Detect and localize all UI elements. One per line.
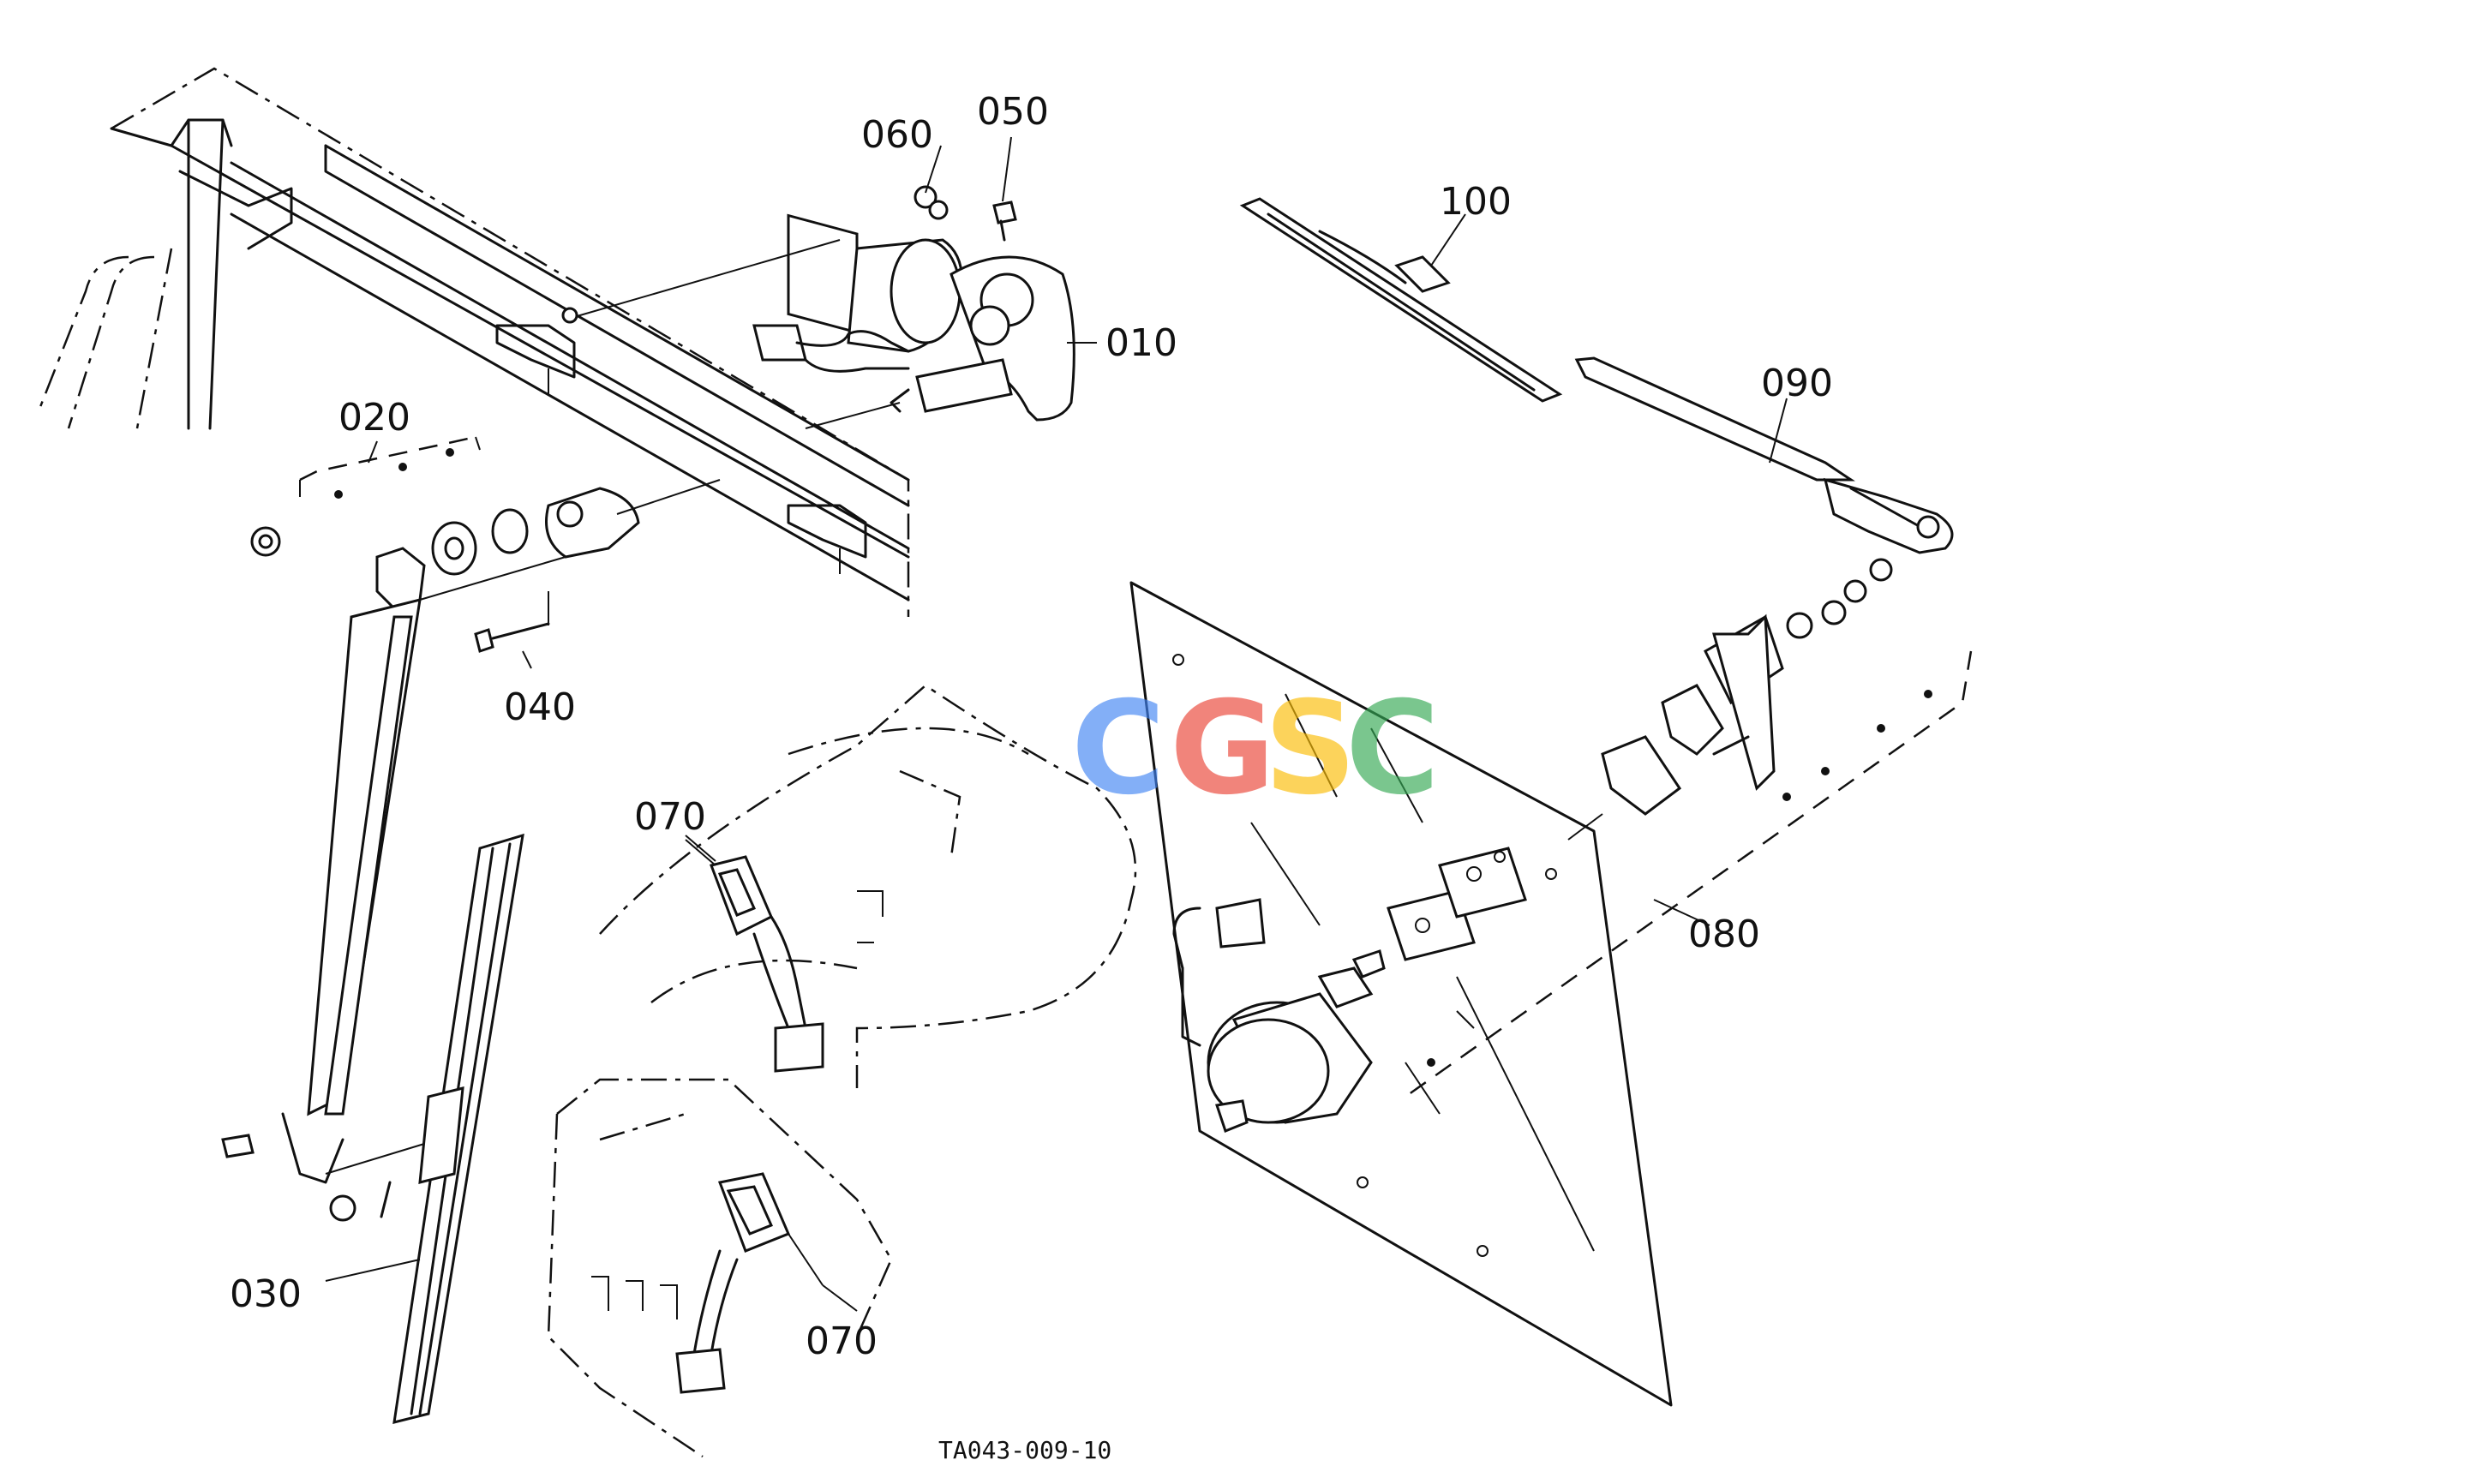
wiper-arm-090 <box>1574 356 1954 554</box>
watermark-letter-s: S <box>1264 674 1357 823</box>
callout-020: 020 <box>338 396 410 440</box>
dashboard-console-lower <box>547 1078 893 1458</box>
callout-040: 040 <box>504 685 576 729</box>
cab-frame-outline <box>37 67 910 617</box>
bolt-050 <box>992 200 1017 242</box>
leader-lines <box>325 136 1788 1312</box>
cgsc-watermark: C G S C <box>1071 674 1440 823</box>
watermark-letter-g: G <box>1170 674 1275 823</box>
callout-100: 100 <box>1440 180 1512 224</box>
rocker-switch-070-lower <box>675 1172 824 1394</box>
wiper-arm-assembly-020 <box>221 435 721 1222</box>
figure-reference: TA043-009-10 <box>938 1436 1111 1464</box>
callout-080: 080 <box>1688 913 1760 956</box>
callout-070-upper: 070 <box>634 795 706 839</box>
callout-070-lower: 070 <box>806 1319 878 1363</box>
wiper-blade-100 <box>1239 197 1563 403</box>
screw-040 <box>474 591 550 653</box>
rocker-switch-070-upper <box>685 839 824 1073</box>
watermark-letter-c1: C <box>1071 674 1165 823</box>
callout-090: 090 <box>1761 362 1833 405</box>
callout-050: 050 <box>977 90 1049 134</box>
wiper-blade-030 <box>325 833 524 1424</box>
dashboard-console-upper <box>599 684 1137 1088</box>
nut-060 <box>914 185 949 220</box>
wiper-motor-080 <box>1172 847 1557 1133</box>
watermark-letter-c2: C <box>1345 674 1440 823</box>
callout-010: 010 <box>1105 321 1177 365</box>
wiper-motor-010 <box>561 213 1075 429</box>
wiper-pivot-hardware-080 <box>1405 558 1973 1098</box>
callout-060: 060 <box>861 113 933 157</box>
callout-030: 030 <box>230 1272 302 1316</box>
